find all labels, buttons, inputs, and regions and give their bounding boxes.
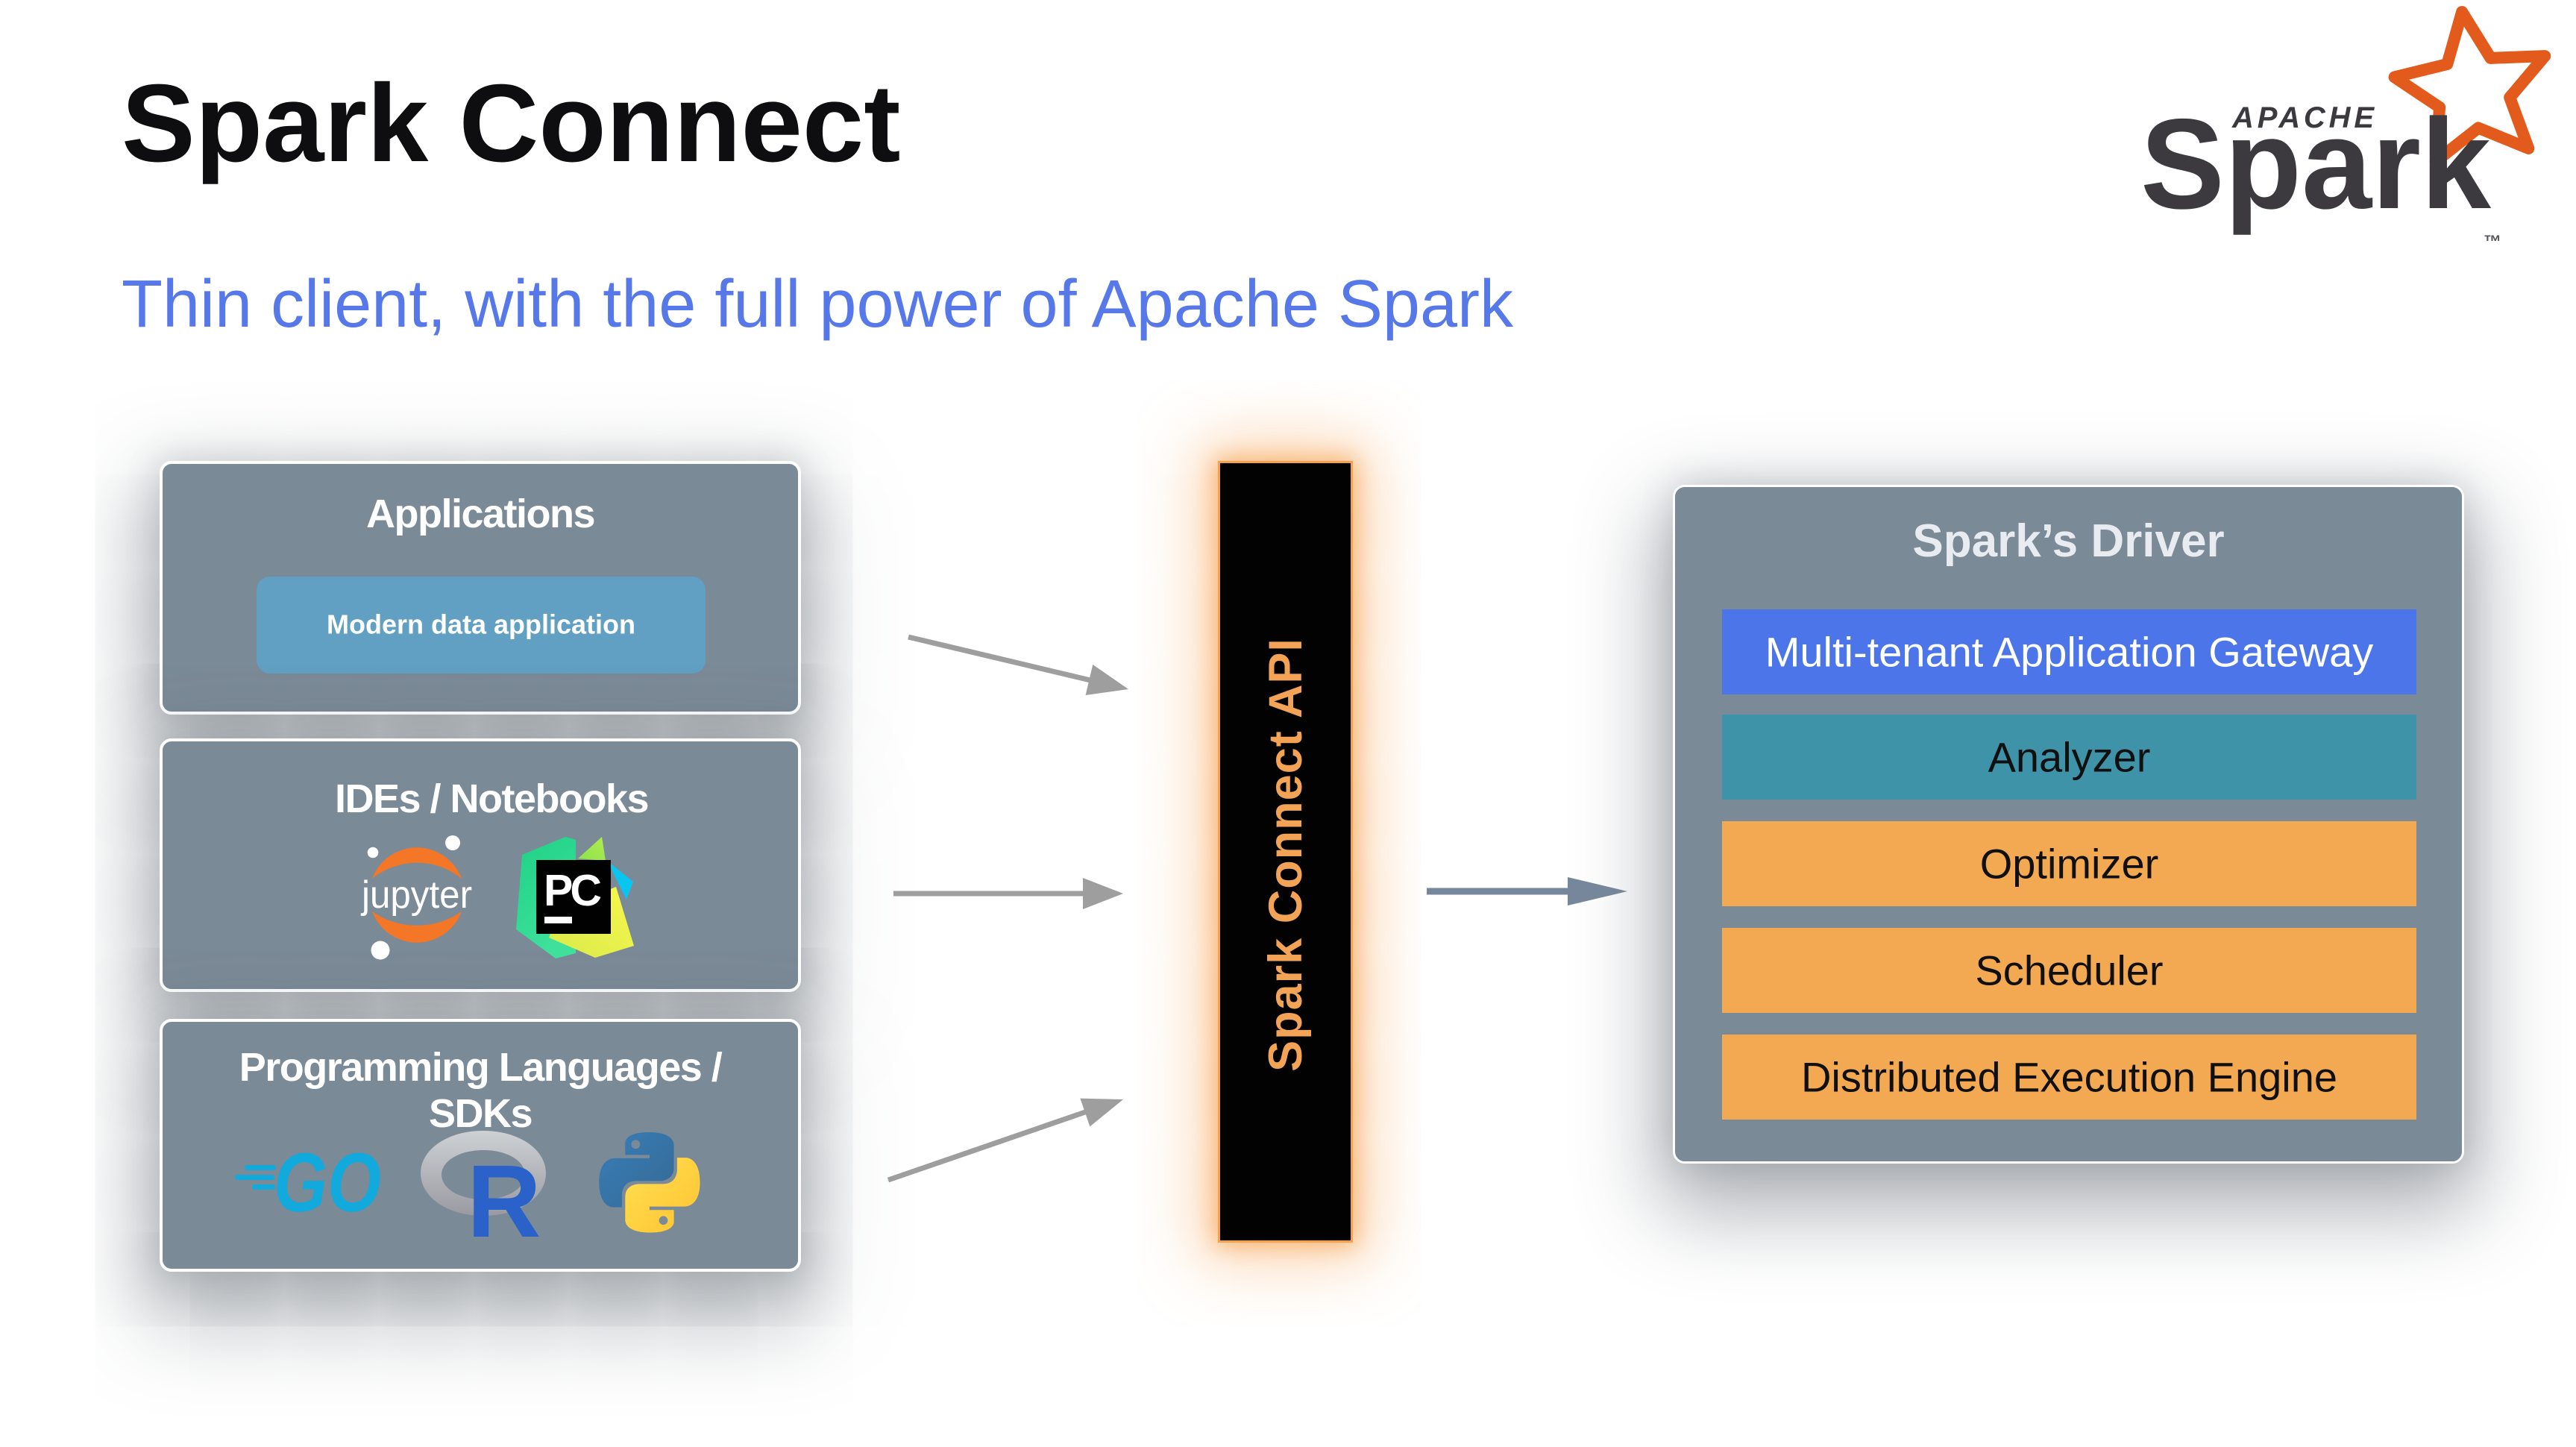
svg-text:APACHE: APACHE <box>2231 101 2381 134</box>
svg-text:™: ™ <box>2484 232 2501 252</box>
svg-text:GO: GO <box>274 1136 381 1223</box>
svg-text:jupyter: jupyter <box>360 873 472 917</box>
svg-text:Spark: Spark <box>2140 92 2491 236</box>
svg-text:R: R <box>467 1144 541 1240</box>
svg-text:PC: PC <box>544 866 602 915</box>
